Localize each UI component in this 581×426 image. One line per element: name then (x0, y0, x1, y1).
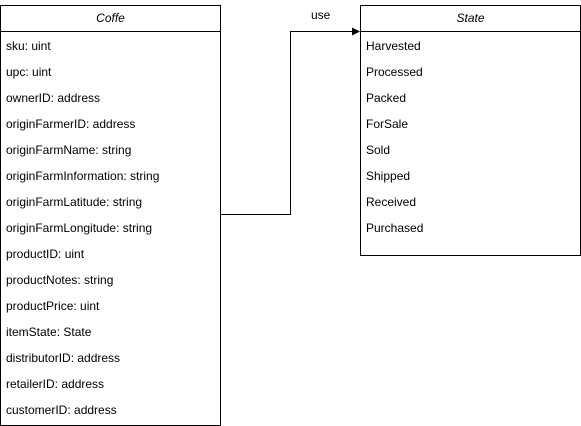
coffe-attribute: customerID: address (6, 403, 117, 417)
coffe-attribute: originFarmLongitude: string (6, 221, 153, 235)
coffe-attribute: originFarmerID: address (6, 117, 136, 131)
state-value: Sold (366, 143, 391, 157)
coffe-attribute: productPrice: uint (6, 299, 100, 313)
coffe-class-title: Coffe (1, 6, 220, 32)
coffe-attribute: productID: uint (6, 247, 85, 261)
association-line (221, 31, 352, 215)
state-value: Shipped (366, 169, 411, 183)
state-value: ForSale (366, 117, 409, 131)
coffe-attribute: itemState: State (6, 325, 92, 339)
coffe-attribute: productNotes: string (6, 273, 114, 287)
coffe-attribute: upc: uint (6, 65, 52, 79)
state-value: Purchased (366, 221, 424, 235)
state-value: Processed (366, 65, 423, 79)
association-arrowhead (352, 27, 360, 36)
coffe-class-box: Coffe sku: uint upc: uint ownerID: addre… (0, 5, 221, 426)
state-class-title: State (361, 6, 580, 32)
state-value: Harvested (366, 39, 421, 53)
coffe-attribute: ownerID: address (6, 91, 101, 105)
state-value: Received (366, 195, 417, 209)
coffe-attribute: originFarmLatitude: string (6, 195, 143, 209)
association-label: use (311, 8, 331, 22)
coffe-attribute: retailerID: address (6, 377, 105, 391)
coffe-attribute: sku: uint (6, 39, 51, 53)
coffe-attribute: originFarmInformation: string (6, 169, 160, 183)
state-value: Packed (366, 91, 407, 105)
state-class-box: State Harvested Processed Packed ForSale… (360, 5, 581, 256)
coffe-attribute: originFarmName: string (6, 143, 132, 157)
coffe-attribute: distributorID: address (6, 351, 121, 365)
